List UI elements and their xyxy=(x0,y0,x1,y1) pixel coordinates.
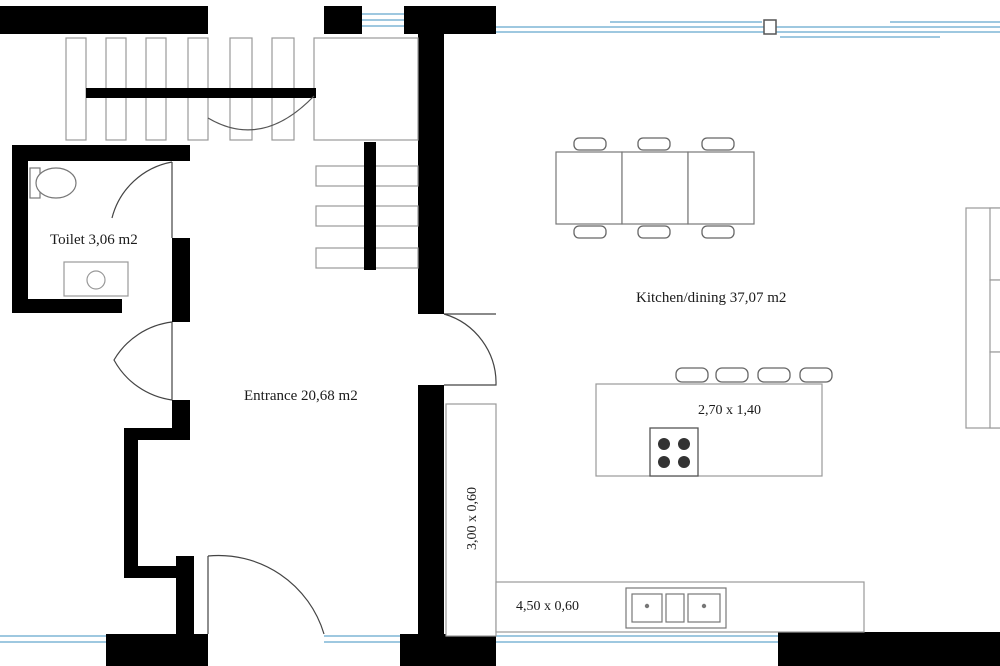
kitchen-island xyxy=(595,383,823,477)
window-mullion xyxy=(763,19,777,35)
wall-top-middle xyxy=(324,6,362,34)
stair-stringer xyxy=(86,88,376,270)
wall-counter-dimension-label: 3,00 x 0,60 xyxy=(465,487,480,550)
dining-chairs xyxy=(573,137,735,239)
window-bottom-kitchen xyxy=(496,635,778,643)
wall-recess-lower xyxy=(176,556,194,656)
wall-counter xyxy=(445,403,497,637)
washbasin xyxy=(63,261,129,297)
toilet-bowl xyxy=(29,167,77,199)
door-entrance-side xyxy=(113,321,173,401)
dining-table xyxy=(555,151,755,225)
doors xyxy=(111,161,497,635)
windows xyxy=(0,13,1000,643)
door-toilet xyxy=(111,161,173,238)
sofa xyxy=(965,207,1000,429)
walls xyxy=(0,6,1000,666)
window-top-small xyxy=(362,13,404,27)
wall-recess-top xyxy=(124,428,190,440)
sink-icon xyxy=(625,587,727,629)
window-bottom-entrance xyxy=(324,635,400,643)
wall-toilet-left xyxy=(12,145,28,313)
wall-central-lower xyxy=(418,385,444,666)
island-dimension-label: 2,70 x 1,40 xyxy=(698,403,761,418)
hob-icon xyxy=(649,427,699,477)
wall-top-center xyxy=(404,6,496,34)
door-kitchen xyxy=(443,313,497,386)
wall-toilet-top xyxy=(12,145,190,161)
entrance-label: Entrance 20,68 m2 xyxy=(244,388,358,404)
door-front xyxy=(207,554,325,635)
window-kitchen-top xyxy=(496,21,1000,38)
wall-bottom-center xyxy=(400,634,496,666)
bar-stools xyxy=(675,367,833,383)
wall-toilet-right xyxy=(172,238,190,322)
wall-toilet-bottom xyxy=(12,299,122,313)
window-bottom-left xyxy=(0,635,106,643)
sink-counter-dimension-label: 4,50 x 0,60 xyxy=(516,599,579,614)
wall-recess-left xyxy=(124,428,138,578)
wall-central-upper xyxy=(418,6,444,314)
kitchen-label: Kitchen/dining 37,07 m2 xyxy=(636,290,786,306)
wall-top-left xyxy=(0,6,208,34)
wall-recess-bottom xyxy=(124,566,190,578)
toilet-label: Toilet 3,06 m2 xyxy=(50,232,138,248)
wall-bottom-right xyxy=(778,632,1000,666)
stair-curve xyxy=(207,95,315,131)
